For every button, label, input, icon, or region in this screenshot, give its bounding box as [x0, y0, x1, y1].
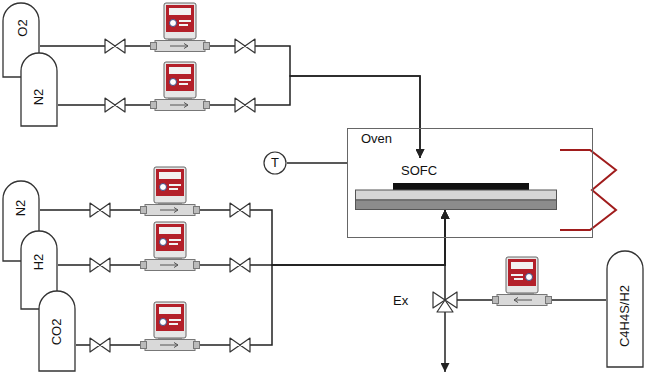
exhaust-line [444, 312, 446, 372]
heater-element [560, 150, 616, 230]
node-label: O2 [16, 19, 30, 36]
node-label: Oven [361, 132, 392, 146]
exhaust-label: Ex [393, 294, 408, 308]
valve-symbol [105, 39, 125, 53]
anode-layer [356, 200, 557, 210]
valve-symbol [90, 338, 110, 352]
thermocouple-circle [264, 152, 286, 174]
mass-flow-controller [151, 62, 210, 111]
valve-symbol [235, 39, 255, 53]
oven-box: OvenSOFC [347, 128, 593, 238]
gas-cylinder: CO2 [38, 290, 76, 372]
thermocouple: T [263, 151, 287, 175]
sofc-cell-outline [355, 158, 557, 210]
valve-symbol [235, 98, 255, 112]
node-label: H2 [32, 254, 46, 271]
gas-cylinder: N2 [20, 52, 58, 127]
three-way-valve [437, 300, 453, 312]
mass-flow-controller [141, 167, 200, 216]
gas-line [287, 162, 347, 164]
cylinder-body [21, 53, 57, 126]
node-label: CO2 [50, 319, 64, 346]
node-label: N2 [32, 89, 46, 106]
mass-flow-controller [151, 3, 210, 52]
valve-symbol [230, 338, 250, 352]
valve-symbol [90, 258, 110, 272]
valve-symbol [230, 203, 250, 217]
cylinder-body [39, 291, 75, 371]
valve-symbol [105, 98, 125, 112]
mass-flow-controller [493, 257, 552, 306]
valve-symbol [230, 258, 250, 272]
gas-cylinder: C4H4S/H2 [606, 250, 644, 368]
mass-flow-controller [141, 222, 200, 271]
cathode-layer [393, 183, 529, 190]
valve-symbol [90, 203, 110, 217]
gas-line [58, 76, 420, 158]
sofc-cell: SOFC [355, 158, 557, 210]
node-label: C4H4S/H2 [618, 285, 632, 347]
electrolyte-layer [356, 190, 557, 200]
node-label: N2 [14, 200, 28, 217]
node-label: SOFC [401, 164, 437, 178]
gas-line [76, 210, 445, 345]
mass-flow-controller [141, 302, 200, 351]
oven-outline [348, 129, 593, 238]
node-label: T [271, 156, 279, 170]
gas-line [40, 46, 420, 158]
cylinder-body [607, 251, 643, 367]
